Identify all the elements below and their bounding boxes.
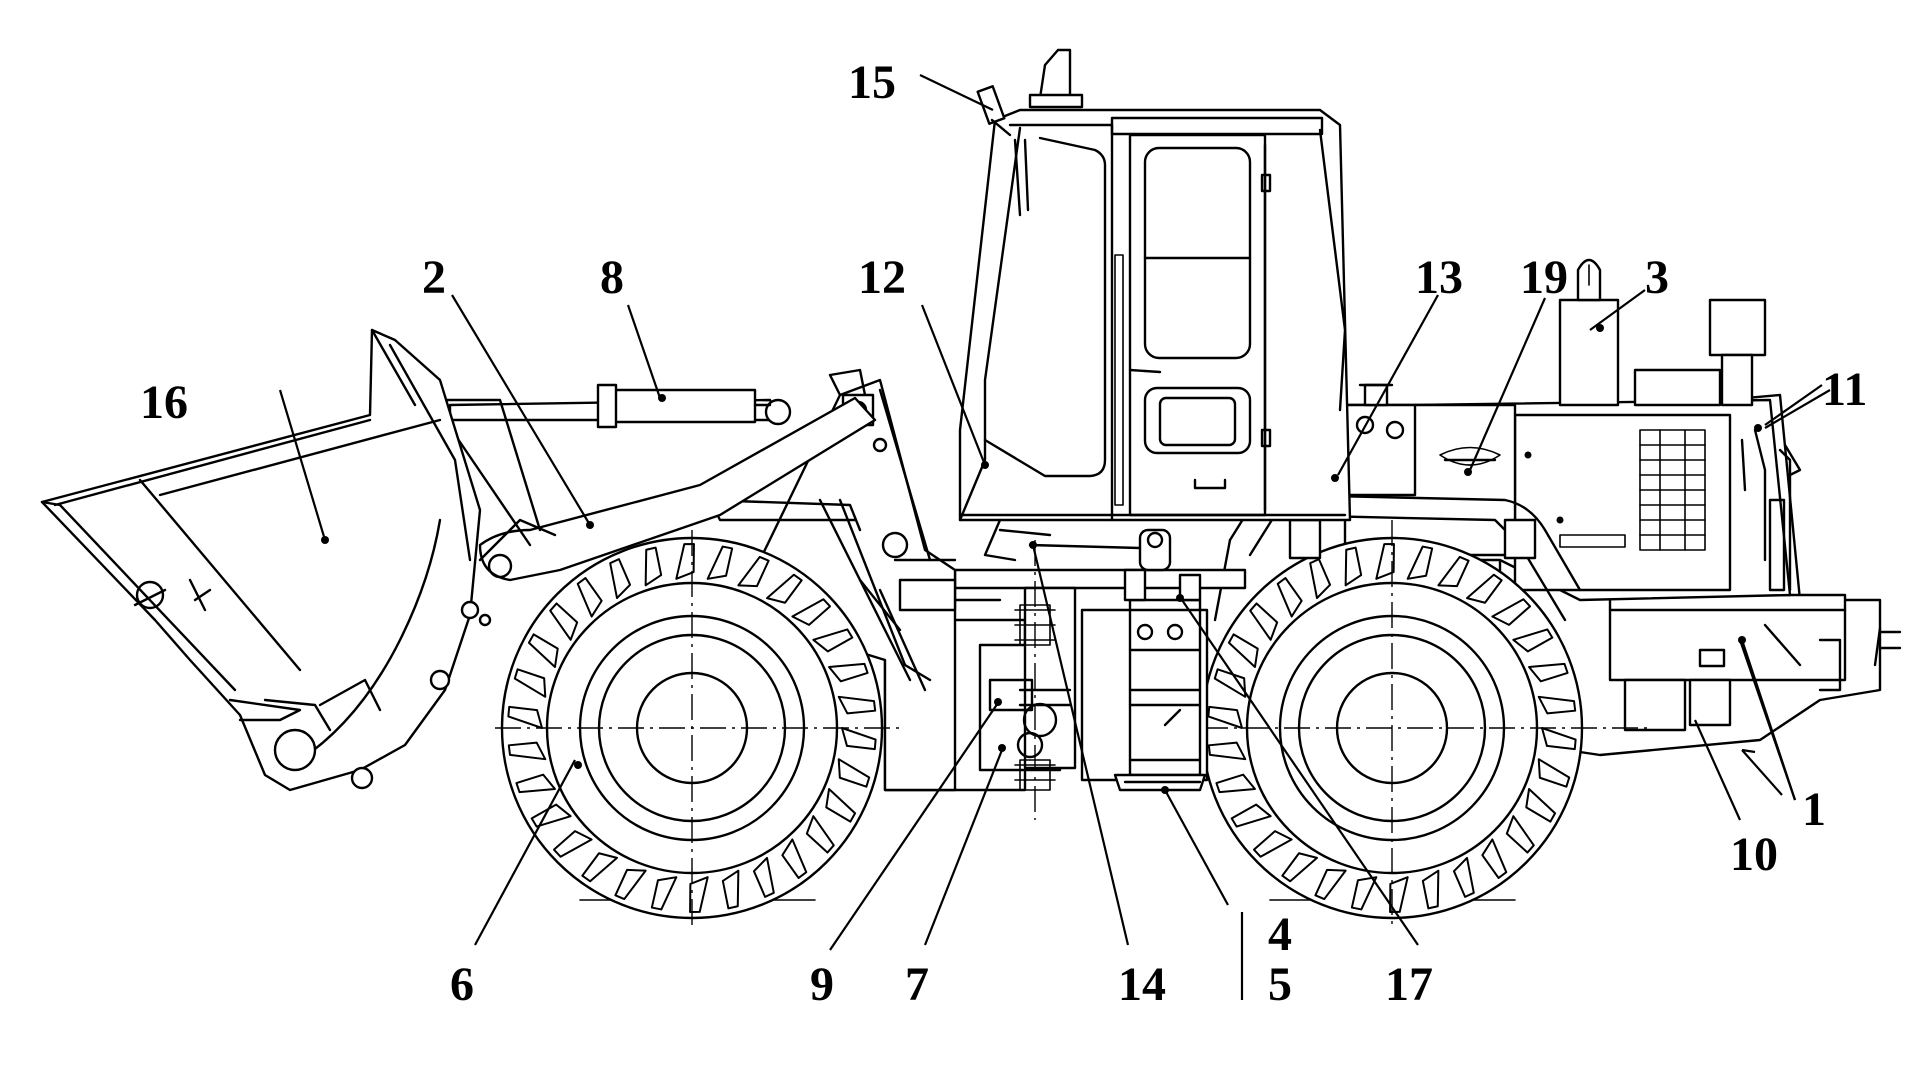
tread-lug	[650, 876, 678, 911]
tread-lug	[1437, 555, 1470, 588]
callout-2: 2	[422, 251, 446, 304]
tread-lug	[1466, 573, 1503, 604]
tread-lug	[1491, 598, 1532, 626]
beacon-light	[1028, 48, 1084, 109]
tread-lug	[766, 573, 803, 604]
tread-lug	[837, 758, 871, 788]
callout-16: 16	[140, 376, 188, 429]
tread-lug	[513, 668, 547, 698]
hood-grille	[1639, 429, 1706, 551]
exhaust-intake	[1558, 258, 1767, 407]
tread-lug	[706, 545, 734, 580]
tread-lug	[752, 856, 775, 898]
callout-5: 5	[1268, 958, 1292, 1011]
callout-12: 12	[858, 251, 906, 304]
tread-lug	[1281, 852, 1318, 883]
tread-lug	[828, 662, 869, 683]
leader-dots	[321, 324, 1762, 794]
tread-lug	[837, 695, 877, 715]
tread-lug	[1452, 856, 1475, 898]
tread-lug	[1537, 695, 1577, 715]
lift-boom	[418, 383, 877, 582]
callout-1: 1	[1802, 783, 1826, 836]
tilt-cylinder	[596, 383, 792, 429]
callout-4: 4	[1268, 908, 1292, 961]
tread-lug	[1421, 869, 1440, 910]
tread-lug	[1528, 662, 1569, 683]
tread-lug	[644, 546, 663, 587]
tread-lug	[812, 628, 854, 653]
callout-11: 11	[1822, 363, 1867, 416]
callout-8: 8	[600, 251, 624, 304]
tread-lug	[1350, 876, 1378, 911]
tread-lug	[1541, 727, 1577, 751]
tread-lug	[507, 705, 543, 729]
tread-lug	[689, 876, 709, 913]
front-wheel	[495, 530, 900, 930]
tread-lug	[1505, 815, 1535, 854]
tread-lug	[549, 602, 579, 641]
tread-lug	[614, 868, 647, 901]
tread-lug	[552, 830, 593, 858]
callout-9: 9	[810, 958, 834, 1011]
tread-lug	[1314, 868, 1347, 901]
tread-lug	[1375, 543, 1395, 580]
callout-17: 17	[1385, 958, 1433, 1011]
tread-lug	[1406, 545, 1434, 580]
callout-15: 15	[848, 56, 896, 109]
tread-lug	[791, 598, 832, 626]
tread-lug	[576, 577, 603, 618]
tread-lug	[1481, 838, 1508, 879]
tread-lug	[1525, 788, 1557, 823]
tread-lug	[1276, 577, 1303, 618]
tread-lug	[1252, 830, 1293, 858]
tread-lug	[805, 815, 835, 854]
callout-13: 13	[1415, 251, 1463, 304]
tread-lug	[515, 773, 556, 794]
tread-lug	[1389, 876, 1409, 913]
tread-lug	[507, 741, 547, 761]
tread-lug	[1512, 628, 1554, 653]
bucket	[40, 328, 557, 792]
tread-lug	[1213, 668, 1247, 698]
tread-lug	[1207, 741, 1247, 761]
steering-cylinder	[1028, 528, 1202, 602]
leader-lines	[278, 74, 1831, 1000]
tread-lug	[609, 558, 632, 600]
tread-lug	[1249, 602, 1279, 641]
mirror	[976, 85, 1012, 137]
tread-lug	[1230, 803, 1272, 828]
tread-lug	[841, 727, 877, 751]
tread-lug	[781, 838, 808, 879]
tread-lug	[581, 852, 618, 883]
callout-labels: 1 2 3 4 5 6 7 8 9 10 11 12 13 14 15 16 1…	[140, 56, 1867, 1011]
callout-10: 10	[1730, 828, 1778, 881]
tread-lug	[721, 869, 740, 910]
callout-3: 3	[1645, 251, 1669, 304]
tread-lug	[1537, 758, 1571, 788]
tread-lug	[1215, 773, 1256, 794]
callout-19: 19	[1520, 251, 1568, 304]
tread-lug	[675, 543, 695, 580]
tread-lug	[1344, 546, 1363, 587]
hydraulic-tank	[1343, 383, 1517, 557]
tread-lug	[737, 555, 770, 588]
callout-7: 7	[905, 958, 929, 1011]
tread-lug	[825, 788, 857, 823]
tread-lug	[1207, 705, 1243, 729]
operator-cab	[958, 48, 1352, 522]
tread-lug	[1227, 633, 1259, 668]
callout-6: 6	[450, 958, 474, 1011]
tread-lug	[527, 633, 559, 668]
callout-14: 14	[1118, 958, 1166, 1011]
